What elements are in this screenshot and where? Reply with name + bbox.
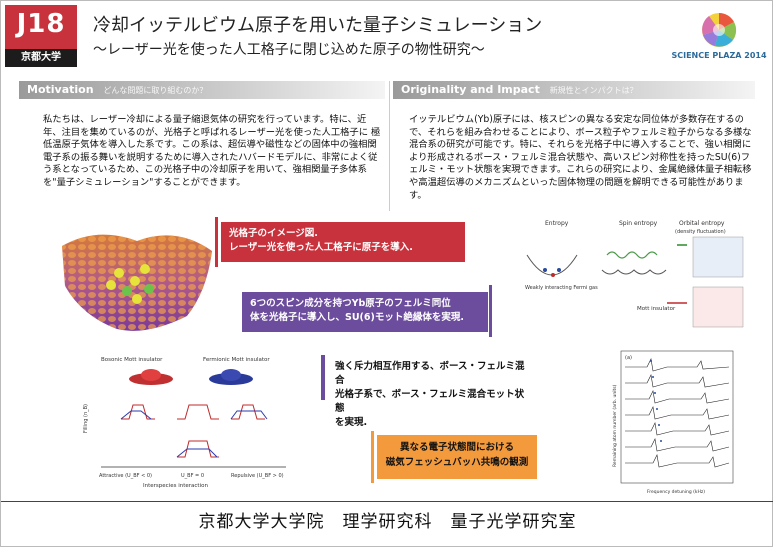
lattice-callout: 光格子のイメージ図. レーザー光を使った人工格子に原子を導入. xyxy=(221,222,465,262)
bose-fermi-mott-diagram: Bosonic Mott insulator Fermionic Mott in… xyxy=(83,357,286,489)
motivation-subtitle: どんな問題に取り組むのか？ xyxy=(103,86,208,95)
interaction-axis-label: Interspecies interaction xyxy=(143,483,208,489)
feshbach-line2: 磁気フェッシュバッハ共鳴の観測 xyxy=(385,457,529,468)
su6-callout-line1: 6つのスピン成分を持つYb原子のフェルミ同位 xyxy=(250,298,451,309)
spectrum-points xyxy=(650,360,662,442)
atom-icon xyxy=(114,268,124,278)
mott-label: Mott insulator xyxy=(637,306,676,312)
atom-icon xyxy=(122,286,132,296)
column-divider xyxy=(389,81,390,211)
bose-fermi-line1: 強く斥力相互作用する、ボース・フェルミ混合 xyxy=(335,361,525,386)
entropy-label: Entropy xyxy=(545,220,569,227)
purple-callout-accent xyxy=(489,285,492,337)
bose-fermi-line3: を実現. xyxy=(335,417,368,428)
motivation-paragraph: 私たちは、レーザー冷却による量子縮退気体の研究を行っています。特に、近年、注目を… xyxy=(43,114,381,188)
spectrum-ylabel: Remaining atom number (arb. units) xyxy=(612,384,618,467)
orange-callout-accent xyxy=(371,431,374,483)
atom-icon xyxy=(140,264,150,274)
optical-lattice-figure xyxy=(62,234,212,331)
su6-callout: 6つのスピン成分を持つYb原子のフェルミ同位 体を光格子に導入し、SU(6)モッ… xyxy=(242,292,488,332)
bose-fermi-line2: 光格子系で、ボース・フェルミ混合モット状態 xyxy=(335,389,525,414)
fermionic-mott-label: Fermionic Mott insulator xyxy=(203,357,270,363)
entropy-diagram: Entropy Spin entropy Orbital entropy (de… xyxy=(525,220,744,328)
spectrum-xlabel: Frequency detuning (kHz) xyxy=(647,489,705,495)
orbital-entropy-label: Orbital entropy xyxy=(679,220,725,227)
fermi-gas-label: Weakly interacting Fermi gas xyxy=(525,285,598,291)
attractive-label: Attractive (U_BF < 0) xyxy=(99,473,152,479)
atom-icon xyxy=(130,276,140,286)
originality-header: Originality and Impact 新規性とインパクトは？ xyxy=(393,81,755,99)
poster-id-badge: J18 京都大学 xyxy=(5,5,77,67)
poster-id: J18 xyxy=(16,9,66,39)
page-subtitle: ～レーザー光を使った人工格子に閉じ込めた原子の物性研究～ xyxy=(93,42,485,58)
orbital-sub-label: (density fluctuation) xyxy=(675,229,726,235)
badge-university: 京都大学 xyxy=(5,49,77,67)
motivation-header: Motivation どんな問題に取り組むのか？ xyxy=(19,81,385,99)
atom-icon xyxy=(144,284,154,294)
lattice-callout-line2: レーザー光を使った人工格子に原子を導入. xyxy=(229,242,413,253)
footer-affiliation: 京都大学大学院 理学研究科 量子光学研究室 xyxy=(1,501,773,541)
feshbach-spectrum-plot: (a) Frequency detuning (kHz) Remaining a… xyxy=(612,350,734,495)
originality-title: Originality and Impact xyxy=(401,83,540,96)
spectrum-traces xyxy=(625,358,730,468)
originality-paragraph: イッテルビウム(Yb)原子には、核スピンの異なる安定な同位体が多数存在するので、… xyxy=(409,114,752,201)
atom-icon xyxy=(132,294,142,304)
feshbach-callout: 異なる電子状態間における 磁気フェッシュバッハ共鳴の観測 xyxy=(377,435,537,479)
repulsive-label: Repulsive (U_BF > 0) xyxy=(231,473,284,479)
red-callout-accent xyxy=(215,217,218,267)
lattice-callout-line1: 光格子のイメージ図. xyxy=(229,228,318,239)
atom-icon xyxy=(106,280,116,290)
filling-axis-label: Filling (n_B) xyxy=(83,404,89,433)
feshbach-line1: 異なる電子状態間における xyxy=(399,442,514,453)
logo-sphere-icon xyxy=(702,13,737,47)
logo-text: SCIENCE PLAZA 2014 xyxy=(671,51,767,60)
su6-callout-line2: 体を光格子に導入し、SU(6)モット絶縁体を実現. xyxy=(250,312,464,323)
orbital-grid-bottom xyxy=(692,286,744,328)
science-plaza-logo: SCIENCE PLAZA 2014 xyxy=(669,9,769,69)
spin-entropy-label: Spin entropy xyxy=(619,220,658,227)
spectrum-tag: (a) xyxy=(625,355,632,361)
motivation-title: Motivation xyxy=(27,83,94,96)
bose-fermi-callout: 強く斥力相互作用する、ボース・フェルミ混合 光格子系で、ボース・フェルミ混合モッ… xyxy=(321,355,541,428)
page-title: 冷却イッテルビウム原子を用いた量子シミュレーション xyxy=(93,15,543,36)
bosonic-mott-label: Bosonic Mott insulator xyxy=(101,357,163,363)
zero-label: U_BF = 0 xyxy=(181,473,204,479)
originality-subtitle: 新規性とインパクトは？ xyxy=(549,86,638,95)
orbital-grid-top xyxy=(692,236,744,278)
